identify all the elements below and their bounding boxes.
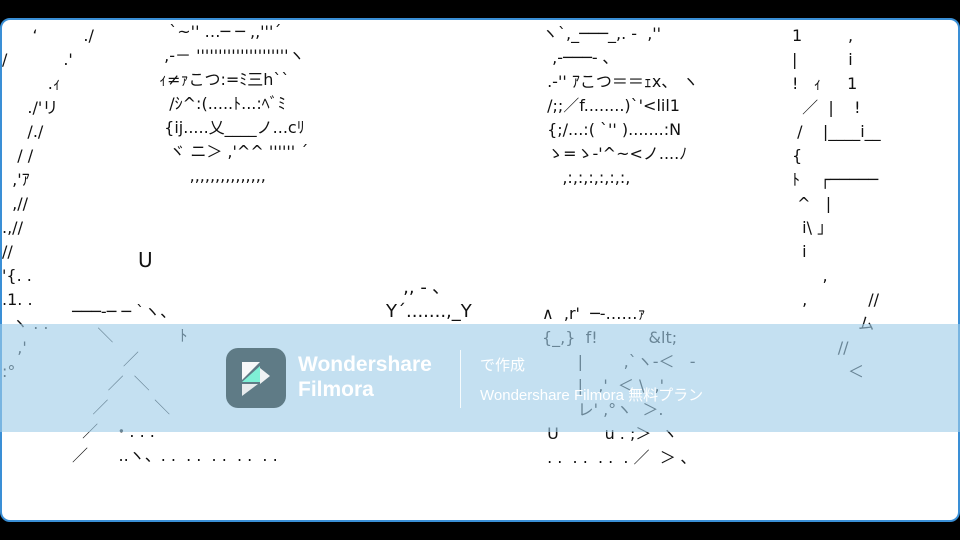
ascii-right-face: ヽ`,_───_,. ‐ ,'' ,-───- ､ .-'' ｱこつ＝＝ｪx、 … (542, 24, 699, 187)
watermark-brand: Wondershare Filmora (298, 353, 432, 401)
watermark-line1: で作成 (480, 357, 526, 374)
watermark-band (0, 324, 960, 432)
watermark-separator (460, 350, 461, 408)
letterbox-top (0, 0, 960, 18)
ascii-center-y: ,, ‐ ､ Y´.......,_Y (386, 277, 472, 322)
watermark-line2: Wondershare Filmora 無料プラン (480, 387, 704, 404)
ascii-left-u: U (138, 248, 153, 272)
video-frame: ‘ ./ / .' .ｨ ./'リ /./ / / ,'ｱ ,// .,// /… (0, 18, 960, 522)
filmora-logo-icon (226, 348, 286, 408)
ascii-left-face: `~'' …─ ─ ,,'''´ ,-－ '''''''''''''''''''… (159, 22, 309, 185)
ascii-right-edge: 1 , | i ! ｨ 1 ／ | ! / |____i__ { ﾄ ┌────… (792, 26, 881, 381)
letterbox-bottom (0, 522, 960, 540)
